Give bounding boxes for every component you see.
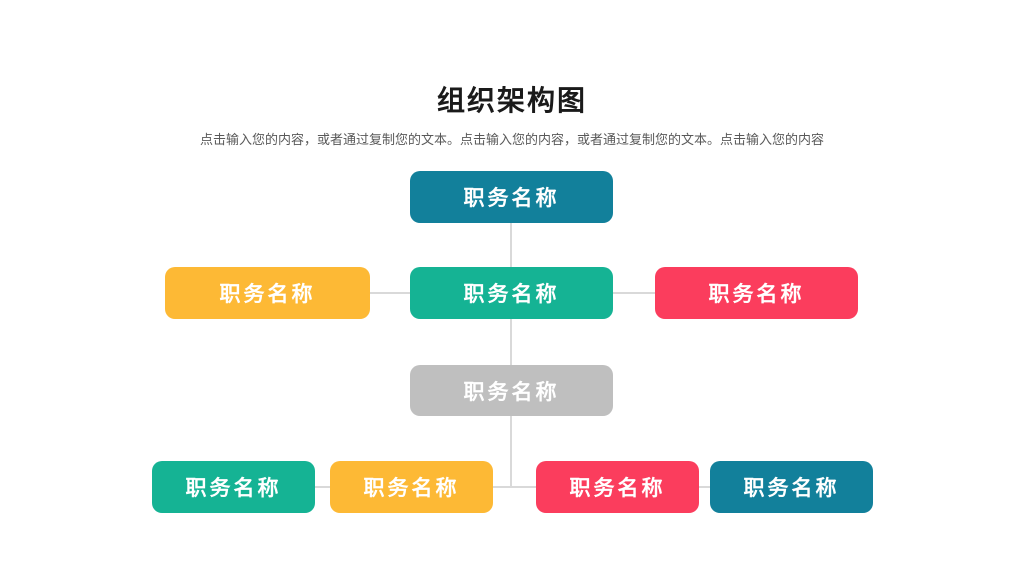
connector-level3-to-level4 <box>510 416 512 488</box>
org-node-level4-first[interactable]: 职务名称 <box>152 461 315 513</box>
org-node-root[interactable]: 职务名称 <box>410 171 613 223</box>
org-node-level4-third[interactable]: 职务名称 <box>536 461 699 513</box>
org-node-level2-left[interactable]: 职务名称 <box>165 267 370 319</box>
connector-level2-left <box>370 292 410 294</box>
org-node-level2-center[interactable]: 职务名称 <box>410 267 613 319</box>
connector-level2-to-level3 <box>510 319 512 365</box>
org-node-level4-second[interactable]: 职务名称 <box>330 461 493 513</box>
org-node-level3-center[interactable]: 职务名称 <box>410 365 613 416</box>
org-node-level2-right[interactable]: 职务名称 <box>655 267 858 319</box>
connector-level4-gap-right <box>699 486 710 488</box>
slide-title: 组织架构图 <box>436 85 587 116</box>
connector-level4-mid-left <box>493 486 512 488</box>
connector-level2-right <box>613 292 655 294</box>
slide-subtitle: 点击输入您的内容，或者通过复制您的文本。点击输入您的内容，或者通过复制您的文本。… <box>199 132 824 147</box>
connector-level4-gap-left <box>315 486 330 488</box>
connector-root-to-level2 <box>510 223 512 267</box>
org-node-level4-fourth[interactable]: 职务名称 <box>710 461 873 513</box>
connector-level4-mid-right <box>510 486 536 488</box>
